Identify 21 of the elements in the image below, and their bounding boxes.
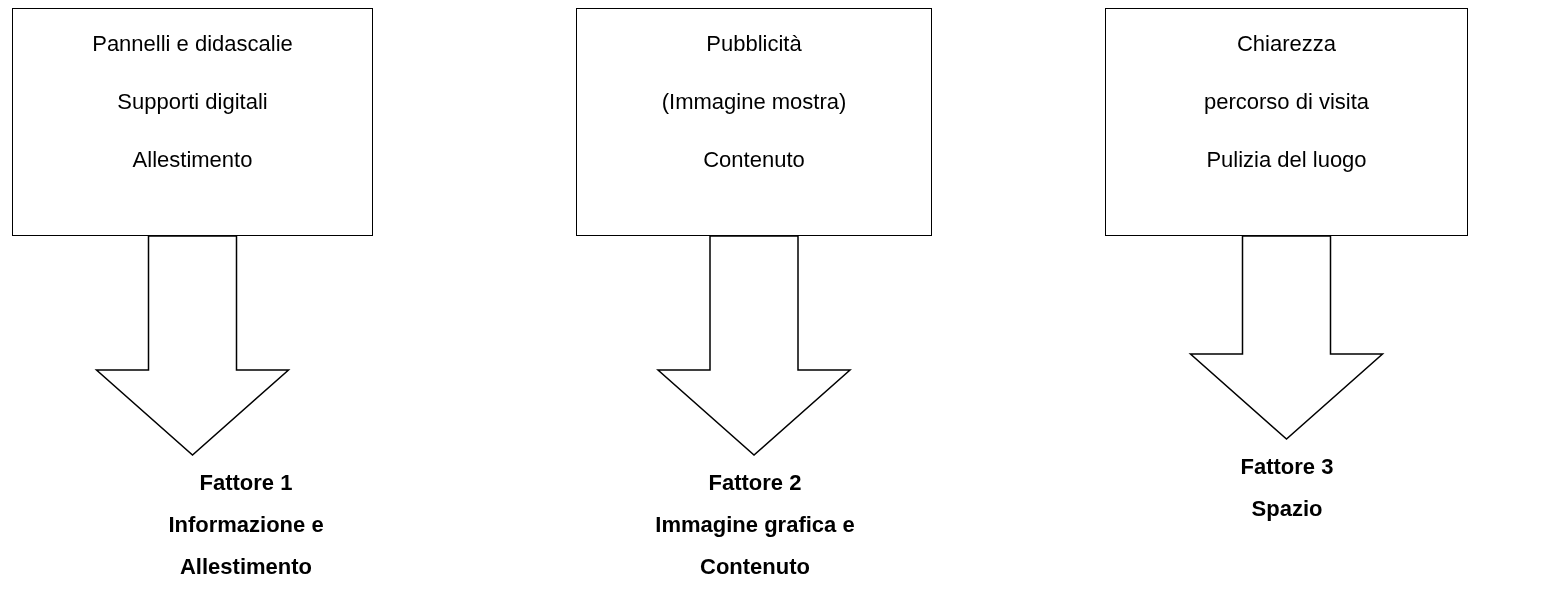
block-arrow xyxy=(656,235,852,456)
factor-name: Immagine grafica e Contenuto xyxy=(654,511,856,581)
text-box xyxy=(576,8,932,236)
box-text: Allestimento xyxy=(132,149,253,171)
box-text: Contenuto xyxy=(703,149,805,171)
box-text: Pulizia del luogo xyxy=(1206,149,1367,171)
box-text: (Immagine mostra) xyxy=(661,91,847,113)
text-box xyxy=(1105,8,1468,236)
factor-name: Spazio xyxy=(1251,495,1323,523)
factor-title: Fattore 2 xyxy=(708,469,802,497)
box-text: percorso di visita xyxy=(1203,91,1370,113)
box-text: Supporti digitali xyxy=(117,91,268,113)
factor-name: Informazione e Allestimento xyxy=(167,511,325,581)
box-text: Chiarezza xyxy=(1236,33,1336,55)
text-box xyxy=(12,8,373,236)
factor-title: Fattore 1 xyxy=(199,469,293,497)
box-text: Pannelli e didascalie xyxy=(92,33,293,55)
block-arrow xyxy=(1188,235,1385,440)
box-text: Pubblicità xyxy=(706,33,802,55)
block-arrow xyxy=(94,235,291,456)
factor-title: Fattore 3 xyxy=(1240,453,1334,481)
